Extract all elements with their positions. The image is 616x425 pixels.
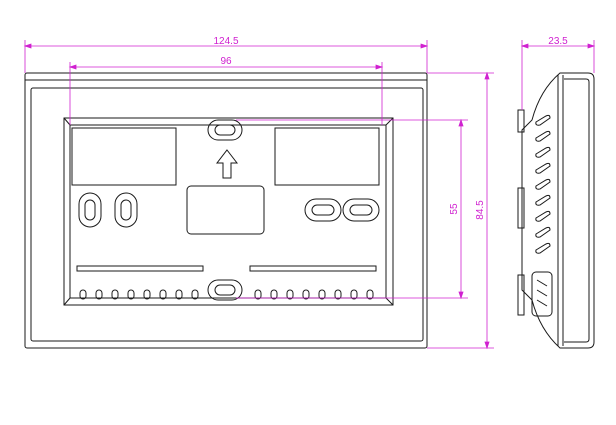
dim-depth-arrow-l [520,43,529,49]
dim-width-arrow-l [23,43,32,49]
dim-inner-arrow-b [458,291,464,300]
vent-hole [175,289,183,300]
dim-depth-arrow-r [587,43,596,49]
side-vent-slot [535,114,551,126]
vent-hole [270,289,278,300]
right-terminal-slot-2 [342,198,380,222]
vent-hole [350,289,358,300]
dim-inner-label: 55 [449,203,460,215]
right-terminal-slot-1 [304,198,342,222]
left-terminal-slot-2 [114,192,138,228]
housing-outer-outline [24,72,428,349]
side-tab-mid [517,187,525,229]
side-vent-slot [535,242,551,254]
base-plate-outline [63,117,394,306]
housing-inner-bevel [30,87,424,342]
corner-br [385,297,394,306]
dim-height-arrow-b [484,341,490,350]
corner-tl [63,117,71,126]
dim-height-label: 84.5 [475,200,486,220]
side-vent-slot [535,194,551,206]
front-view [24,72,428,349]
side-vent-slot [535,226,551,238]
vent-hole [159,289,167,300]
side-vent-slots [535,114,551,254]
vent-hole [79,289,87,300]
side-vent-slot [535,130,551,142]
side-tab-top [517,109,525,133]
side-vent-slot [535,210,551,222]
side-vent-slot [535,178,551,190]
side-vent-slot [535,162,551,174]
vent-hole [191,289,199,300]
vent-hole [286,289,294,300]
side-vent-slot [535,146,551,158]
dim-inner-arrow-t [458,118,464,127]
left-terminal-slot-1 [78,192,102,228]
dim-holes-arrow-r [375,64,384,70]
bottom-mounting-slot [207,279,243,301]
side-body-outline [521,72,595,349]
side-inner-line [564,78,590,343]
corner-tr [385,117,394,126]
dim-width-arrow-r [420,43,429,49]
center-label-recess [186,185,265,235]
dim-height-arrow-t [484,71,490,80]
vent-hole [318,289,326,300]
dimension-labels: 124.5 96 23.5 55 84.5 [213,36,568,220]
side-terminal-block [531,271,553,317]
right-rail [249,265,377,272]
left-window-opening [71,127,177,186]
vent-hole [95,289,103,300]
side-terminal-detail [536,279,548,307]
side-view [517,72,595,349]
corner-bl [63,297,71,306]
left-rail [76,265,204,272]
vent-holes-right [254,289,374,300]
vent-hole [143,289,151,300]
dimensions [23,40,596,350]
vent-hole [127,289,135,300]
vent-holes-left [79,289,199,300]
dim-holes-label: 96 [220,56,232,67]
dim-depth-label: 23.5 [548,36,568,47]
dim-holes-arrow-l [68,64,77,70]
vent-hole [334,289,342,300]
top-mounting-slot [207,119,243,141]
vent-hole [111,289,119,300]
right-window-opening [274,127,380,186]
side-tab-bottom [517,274,525,316]
vent-hole [302,289,310,300]
dim-width-label: 124.5 [213,36,238,47]
vent-hole [366,289,374,300]
up-arrow-icon [215,149,239,179]
vent-hole [254,289,262,300]
